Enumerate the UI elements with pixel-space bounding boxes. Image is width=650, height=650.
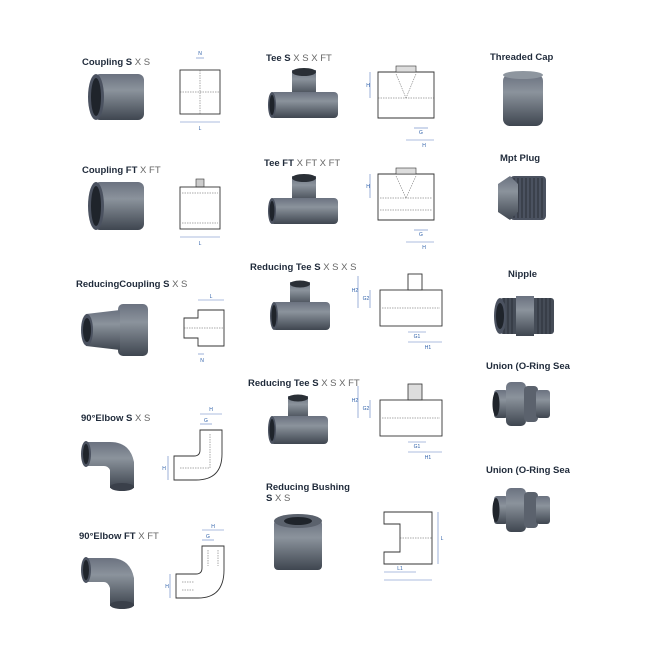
svg-text:L: L (210, 294, 213, 300)
nipple-title: Nipple (508, 269, 538, 280)
svg-text:G1: G1 (414, 334, 421, 340)
svg-text:G: G (419, 130, 423, 136)
reducing-tee-sxsxs-photo[interactable] (268, 278, 334, 334)
threaded-cap-photo[interactable] (500, 70, 546, 128)
coupling-ftxft-drawing: L (174, 165, 224, 247)
svg-text:L: L (441, 536, 444, 542)
svg-text:G2: G2 (363, 406, 370, 412)
svg-text:H: H (162, 466, 166, 472)
svg-text:H: H (211, 524, 215, 530)
coupling-sxs-photo[interactable] (86, 72, 148, 122)
tee-sxsxft-drawing: H G H (366, 60, 446, 150)
svg-text:L: L (199, 241, 202, 247)
coupling-sxs-drawing: N L (174, 48, 224, 133)
nipple-photo[interactable] (490, 288, 562, 344)
tee-sxsxft-title: Tee S X S X FT (266, 53, 332, 64)
reducing-bushing-title: Reducing Bushing S X S (266, 482, 350, 504)
reducing-tee-sxsxft-title: Reducing Tee S X S X FT (248, 378, 360, 389)
svg-text:G: G (206, 534, 210, 540)
svg-text:H: H (165, 584, 169, 590)
svg-text:H: H (209, 407, 213, 413)
elbow-90-ftxft-title: 90°Elbow FT X FT (79, 531, 159, 542)
threaded-cap-title: Threaded Cap (490, 52, 554, 63)
svg-text:H: H (366, 83, 370, 89)
union-2-title: Union (O-Ring Sea (486, 465, 570, 476)
svg-text:L: L (199, 126, 202, 132)
svg-text:H: H (422, 245, 426, 251)
reducing-coupling-drawing: L N (180, 292, 230, 364)
reducing-tee-sxsxft-drawing: H2 G2 G1 H1 (350, 380, 450, 461)
tee-ftxftxft-drawing: H G H (366, 162, 446, 252)
elbow-90-sxs-photo[interactable] (80, 430, 150, 491)
svg-text:H2: H2 (352, 288, 359, 294)
svg-text:H: H (366, 184, 370, 190)
coupling-sxs-title: Coupling S X S (82, 57, 151, 68)
reducing-tee-sxsxs-drawing: H2 G2 G1 H1 (350, 270, 450, 351)
svg-text:H2: H2 (352, 398, 359, 404)
reducing-coupling-title: ReducingCoupling S X S (76, 279, 188, 290)
union-2-photo[interactable] (490, 484, 554, 536)
svg-text:G: G (204, 418, 208, 424)
mpt-plug-photo[interactable] (496, 170, 552, 226)
elbow-90-sxs-title: 90°Elbow S X S (81, 413, 151, 424)
elbow-90-ftxft-drawing: H G H (164, 520, 244, 610)
tee-ftxftxft-photo[interactable] (266, 174, 342, 228)
union-1-title: Union (O-Ring Sea (486, 361, 570, 372)
elbow-90-ftxft-photo[interactable] (80, 548, 150, 609)
union-1-photo[interactable] (490, 378, 554, 430)
svg-text:H: H (422, 143, 426, 149)
reducing-tee-sxsxft-photo[interactable] (266, 392, 332, 448)
svg-text:N: N (198, 51, 202, 57)
elbow-90-sxs-drawing: H G H (160, 402, 240, 492)
svg-text:H1: H1 (425, 455, 432, 461)
coupling-ftxft-photo[interactable] (86, 180, 148, 232)
reducing-bushing-drawing: L L1 (376, 500, 446, 588)
svg-text:L1: L1 (397, 566, 403, 572)
svg-text:G: G (419, 232, 423, 238)
svg-text:N: N (200, 358, 204, 364)
tee-ftxftxft-title: Tee FT X FT X FT (264, 158, 341, 169)
mpt-plug-title: Mpt Plug (500, 153, 541, 164)
reducing-tee-sxsxs-title: Reducing Tee S X S X S (250, 262, 357, 273)
svg-text:G1: G1 (414, 444, 421, 450)
coupling-ftxft-title: Coupling FT X FT (82, 165, 161, 176)
reducing-coupling-photo[interactable] (78, 300, 150, 360)
svg-text:H1: H1 (425, 345, 432, 351)
tee-sxsxft-photo[interactable] (266, 68, 342, 122)
svg-text:G2: G2 (363, 296, 370, 302)
reducing-bushing-photo[interactable] (270, 510, 326, 574)
